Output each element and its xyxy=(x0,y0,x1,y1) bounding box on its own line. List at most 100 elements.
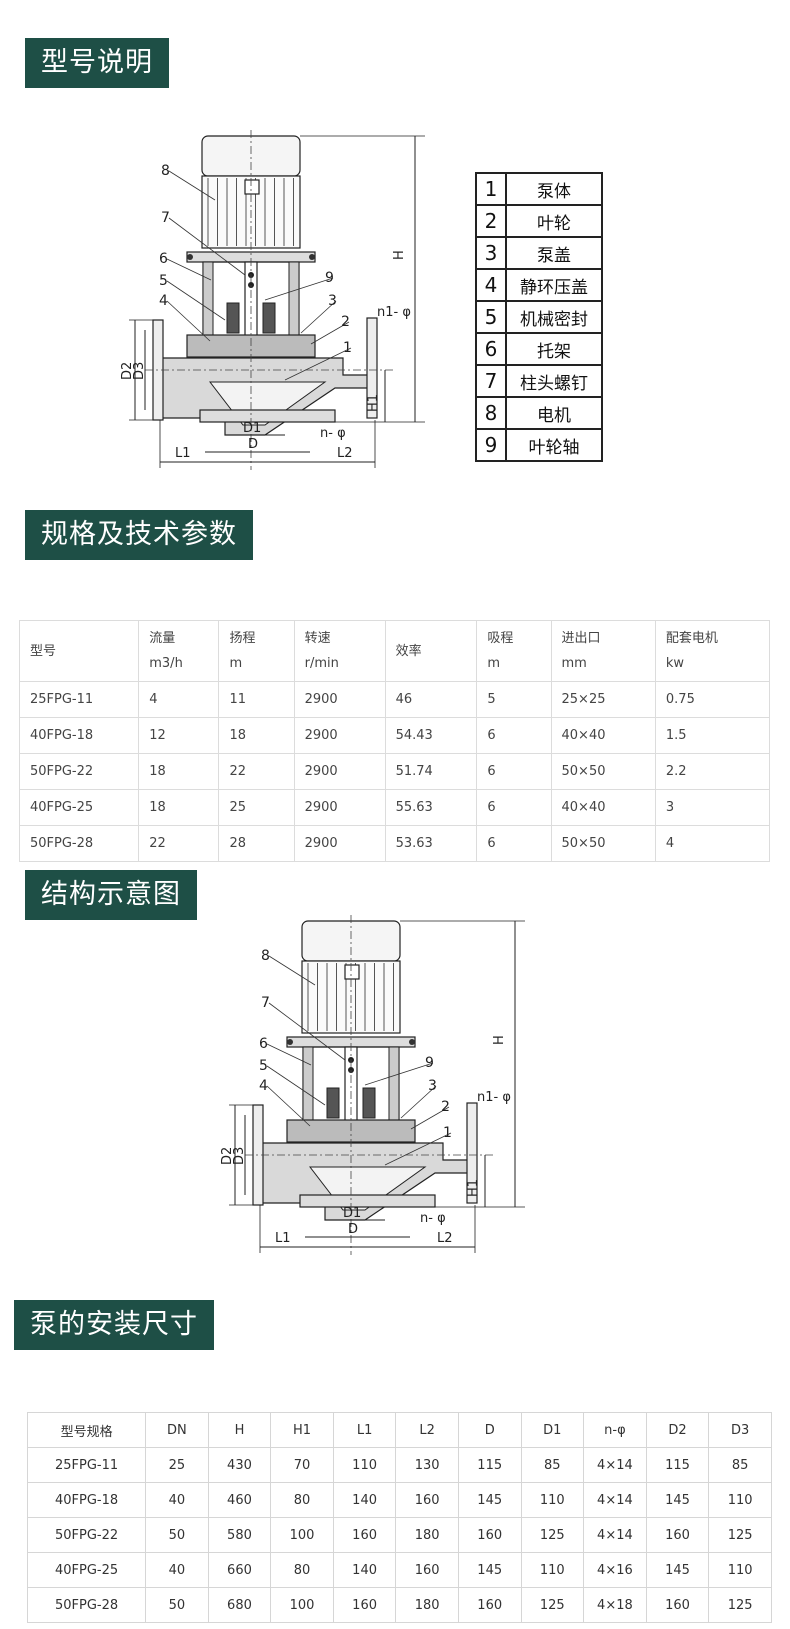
spec-header-label: 配套电机 xyxy=(665,631,718,646)
callout-number: 1 xyxy=(443,1125,452,1141)
install-cell: 160 xyxy=(332,1517,397,1553)
label-D: D xyxy=(248,437,258,452)
legend-number: 7 xyxy=(475,364,507,398)
spec-cell: 40FPG-18 xyxy=(18,717,140,754)
spec-header-cell: 效率 xyxy=(384,620,478,682)
callout-number: 8 xyxy=(161,163,170,179)
install-cell: 40FPG-18 xyxy=(26,1482,147,1518)
spec-cell: 6 xyxy=(476,825,552,862)
spec-header-unit: m3/h xyxy=(149,656,183,671)
section-title-structure: 结构示意图 xyxy=(25,870,197,920)
callout-leader xyxy=(166,300,211,342)
section-title-model: 型号说明 xyxy=(25,38,169,88)
spec-cell: 3 xyxy=(654,789,771,826)
install-header-cell: DN xyxy=(145,1412,209,1448)
callout-leader xyxy=(268,1002,346,1061)
callout-leader xyxy=(266,1065,326,1106)
install-cell: 430 xyxy=(207,1447,272,1483)
install-cell: 145 xyxy=(645,1552,710,1588)
label-L1: L1 xyxy=(175,446,191,461)
label-n1-phi: n1- φ xyxy=(377,305,411,320)
spec-cell: 50×50 xyxy=(550,825,656,862)
label-D1: D1 xyxy=(343,1206,361,1221)
spec-header-cell: 流量 m3/h xyxy=(138,620,220,682)
install-cell: 100 xyxy=(270,1517,334,1553)
label-H1: H1 xyxy=(466,1179,481,1197)
spec-cell: 55.63 xyxy=(384,789,478,826)
install-header-cell: L1 xyxy=(332,1412,397,1448)
install-cell: 25 xyxy=(145,1447,209,1483)
spec-cell: 2900 xyxy=(293,753,386,790)
callout-leader xyxy=(284,347,352,381)
legend-number: 2 xyxy=(475,204,507,238)
install-header-cell: 型号规格 xyxy=(26,1412,147,1448)
callout-number: 2 xyxy=(441,1099,450,1115)
callout-number: 4 xyxy=(259,1078,268,1094)
install-cell: 50 xyxy=(145,1587,209,1623)
install-cell: 160 xyxy=(395,1482,459,1518)
section-title-specs: 规格及技术参数 xyxy=(25,510,253,560)
install-cell: 180 xyxy=(395,1587,459,1623)
outlet-flange xyxy=(366,317,378,419)
spec-header-label: 流量 xyxy=(149,631,176,646)
label-n-phi: n- φ xyxy=(420,1211,446,1226)
callout-number: 7 xyxy=(161,210,170,226)
callout-number: 2 xyxy=(341,314,350,330)
install-cell: 125 xyxy=(708,1587,772,1623)
legend-part-name: 电机 xyxy=(505,396,603,430)
install-cell: 180 xyxy=(395,1517,459,1553)
spec-header-unit: mm xyxy=(561,656,587,671)
spec-cell: 46 xyxy=(384,681,478,718)
install-header-cell: H xyxy=(207,1412,272,1448)
bracket-wall xyxy=(202,261,214,338)
install-cell: 110 xyxy=(520,1482,585,1518)
label-H1: H1 xyxy=(366,394,381,412)
install-cell: 4×18 xyxy=(583,1587,647,1623)
callout-leader xyxy=(264,277,334,301)
pump-base xyxy=(299,1194,436,1208)
install-cell: 115 xyxy=(645,1447,710,1483)
callout-number: 9 xyxy=(325,270,334,286)
spec-cell: 11 xyxy=(218,681,295,718)
spec-cell: 51.74 xyxy=(384,753,478,790)
label-D1: D1 xyxy=(243,421,261,436)
spec-cell: 53.63 xyxy=(384,825,478,862)
callout-number: 3 xyxy=(328,293,337,309)
install-cell: 70 xyxy=(270,1447,334,1483)
label-H: H xyxy=(392,250,407,260)
label-n-phi: n- φ xyxy=(320,426,346,441)
callout-number: 7 xyxy=(261,995,270,1011)
install-cell: 125 xyxy=(520,1587,585,1623)
pump-base xyxy=(199,409,336,423)
spec-cell: 6 xyxy=(476,753,552,790)
spec-header-unit: kw xyxy=(665,656,685,671)
label-n1-phi: n1- φ xyxy=(477,1090,511,1105)
spec-cell: 2900 xyxy=(293,717,386,754)
install-cell: 50FPG-28 xyxy=(26,1587,147,1623)
mechanical-seal xyxy=(326,1087,340,1119)
callout-number: 8 xyxy=(261,948,270,964)
spec-cell: 18 xyxy=(218,717,295,754)
spec-cell: 25×25 xyxy=(550,681,656,718)
install-cell: 80 xyxy=(270,1482,334,1518)
spec-cell: 1.5 xyxy=(654,717,771,754)
spec-cell: 22 xyxy=(218,753,295,790)
install-header-cell: L2 xyxy=(395,1412,459,1448)
spec-cell: 0.75 xyxy=(654,681,771,718)
callout-number: 6 xyxy=(259,1036,268,1052)
callout-leader xyxy=(364,1062,434,1086)
callout-leader xyxy=(384,1132,452,1166)
install-cell: 160 xyxy=(332,1587,397,1623)
